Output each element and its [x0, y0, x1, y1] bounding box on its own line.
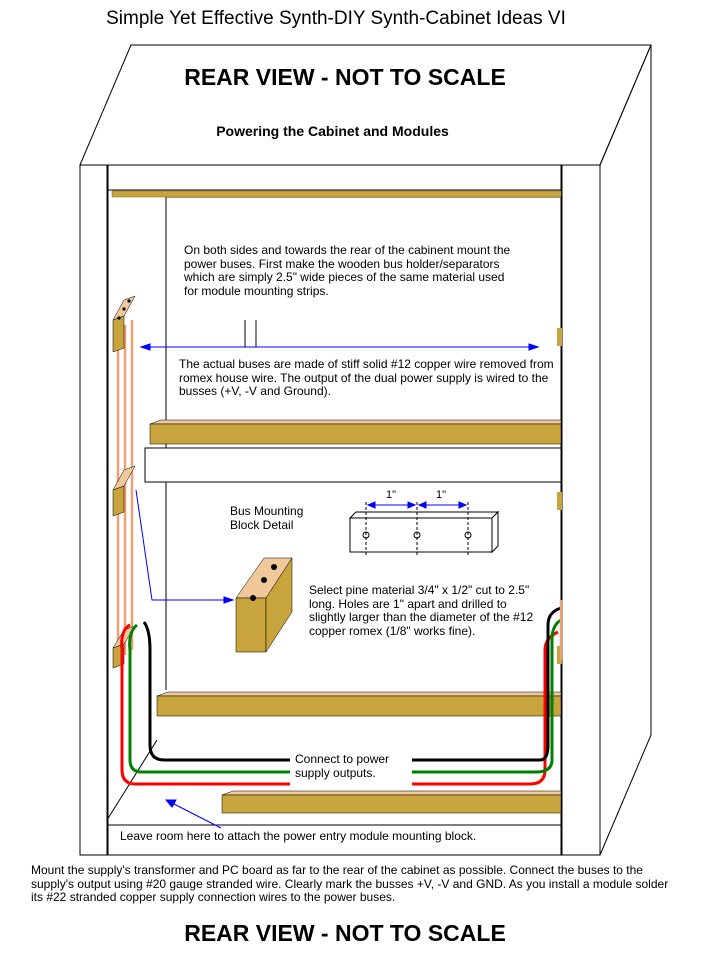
bus-block-detail-3d	[235, 557, 293, 653]
lower-mounting-strip	[156, 691, 562, 717]
left-bus-block-top	[112, 295, 136, 353]
cabinet-top-panel	[79, 44, 652, 166]
note-connect-supply: Connect to power supply outputs.	[295, 752, 390, 780]
room-pointer-arrow	[164, 799, 222, 829]
cabinet-rear-opening	[79, 164, 601, 856]
top-mounting-strip	[111, 190, 562, 198]
right-supply-wires	[412, 606, 562, 786]
dimension-label: 1"	[386, 489, 397, 501]
left-bus-block-middle	[112, 465, 136, 517]
module-mounting-rail	[144, 419, 562, 483]
note-power-buses: On both sides and towards the rear of th…	[184, 243, 511, 298]
heading-bottom: REAR VIEW - NOT TO SCALE	[184, 920, 506, 946]
cabinet-side-panel	[599, 44, 652, 856]
bottom-mounting-strip	[221, 790, 562, 814]
subheading: Powering the Cabinet and Modules	[216, 123, 449, 139]
center-marker	[244, 320, 257, 347]
note-pine-material: Select pine material 3/4" x 1/2" cut to …	[309, 583, 534, 638]
note-copper-buses: The actual buses are made of stiff solid…	[179, 357, 554, 399]
left-supply-wires	[120, 621, 290, 786]
diagram-title: Simple Yet Effective Synth-DIY Synth-Cab…	[106, 8, 566, 29]
note-detail-title: Bus Mounting Block Detail	[230, 504, 304, 532]
note-mount-supply: Mount the supply's transformer and PC bo…	[31, 863, 669, 904]
span-arrow	[139, 343, 540, 351]
right-bus-block-top	[557, 328, 562, 346]
detail-pointer-arrow	[135, 489, 235, 604]
right-bus-block-middle	[557, 492, 562, 510]
dimension-label: 1"	[436, 489, 447, 501]
note-leave-room: Leave room here to attach the power entr…	[120, 829, 477, 843]
heading-top: REAR VIEW - NOT TO SCALE	[184, 64, 506, 90]
bus-block-detail-flat	[348, 501, 500, 555]
right-bus-block-bottom	[557, 646, 562, 664]
